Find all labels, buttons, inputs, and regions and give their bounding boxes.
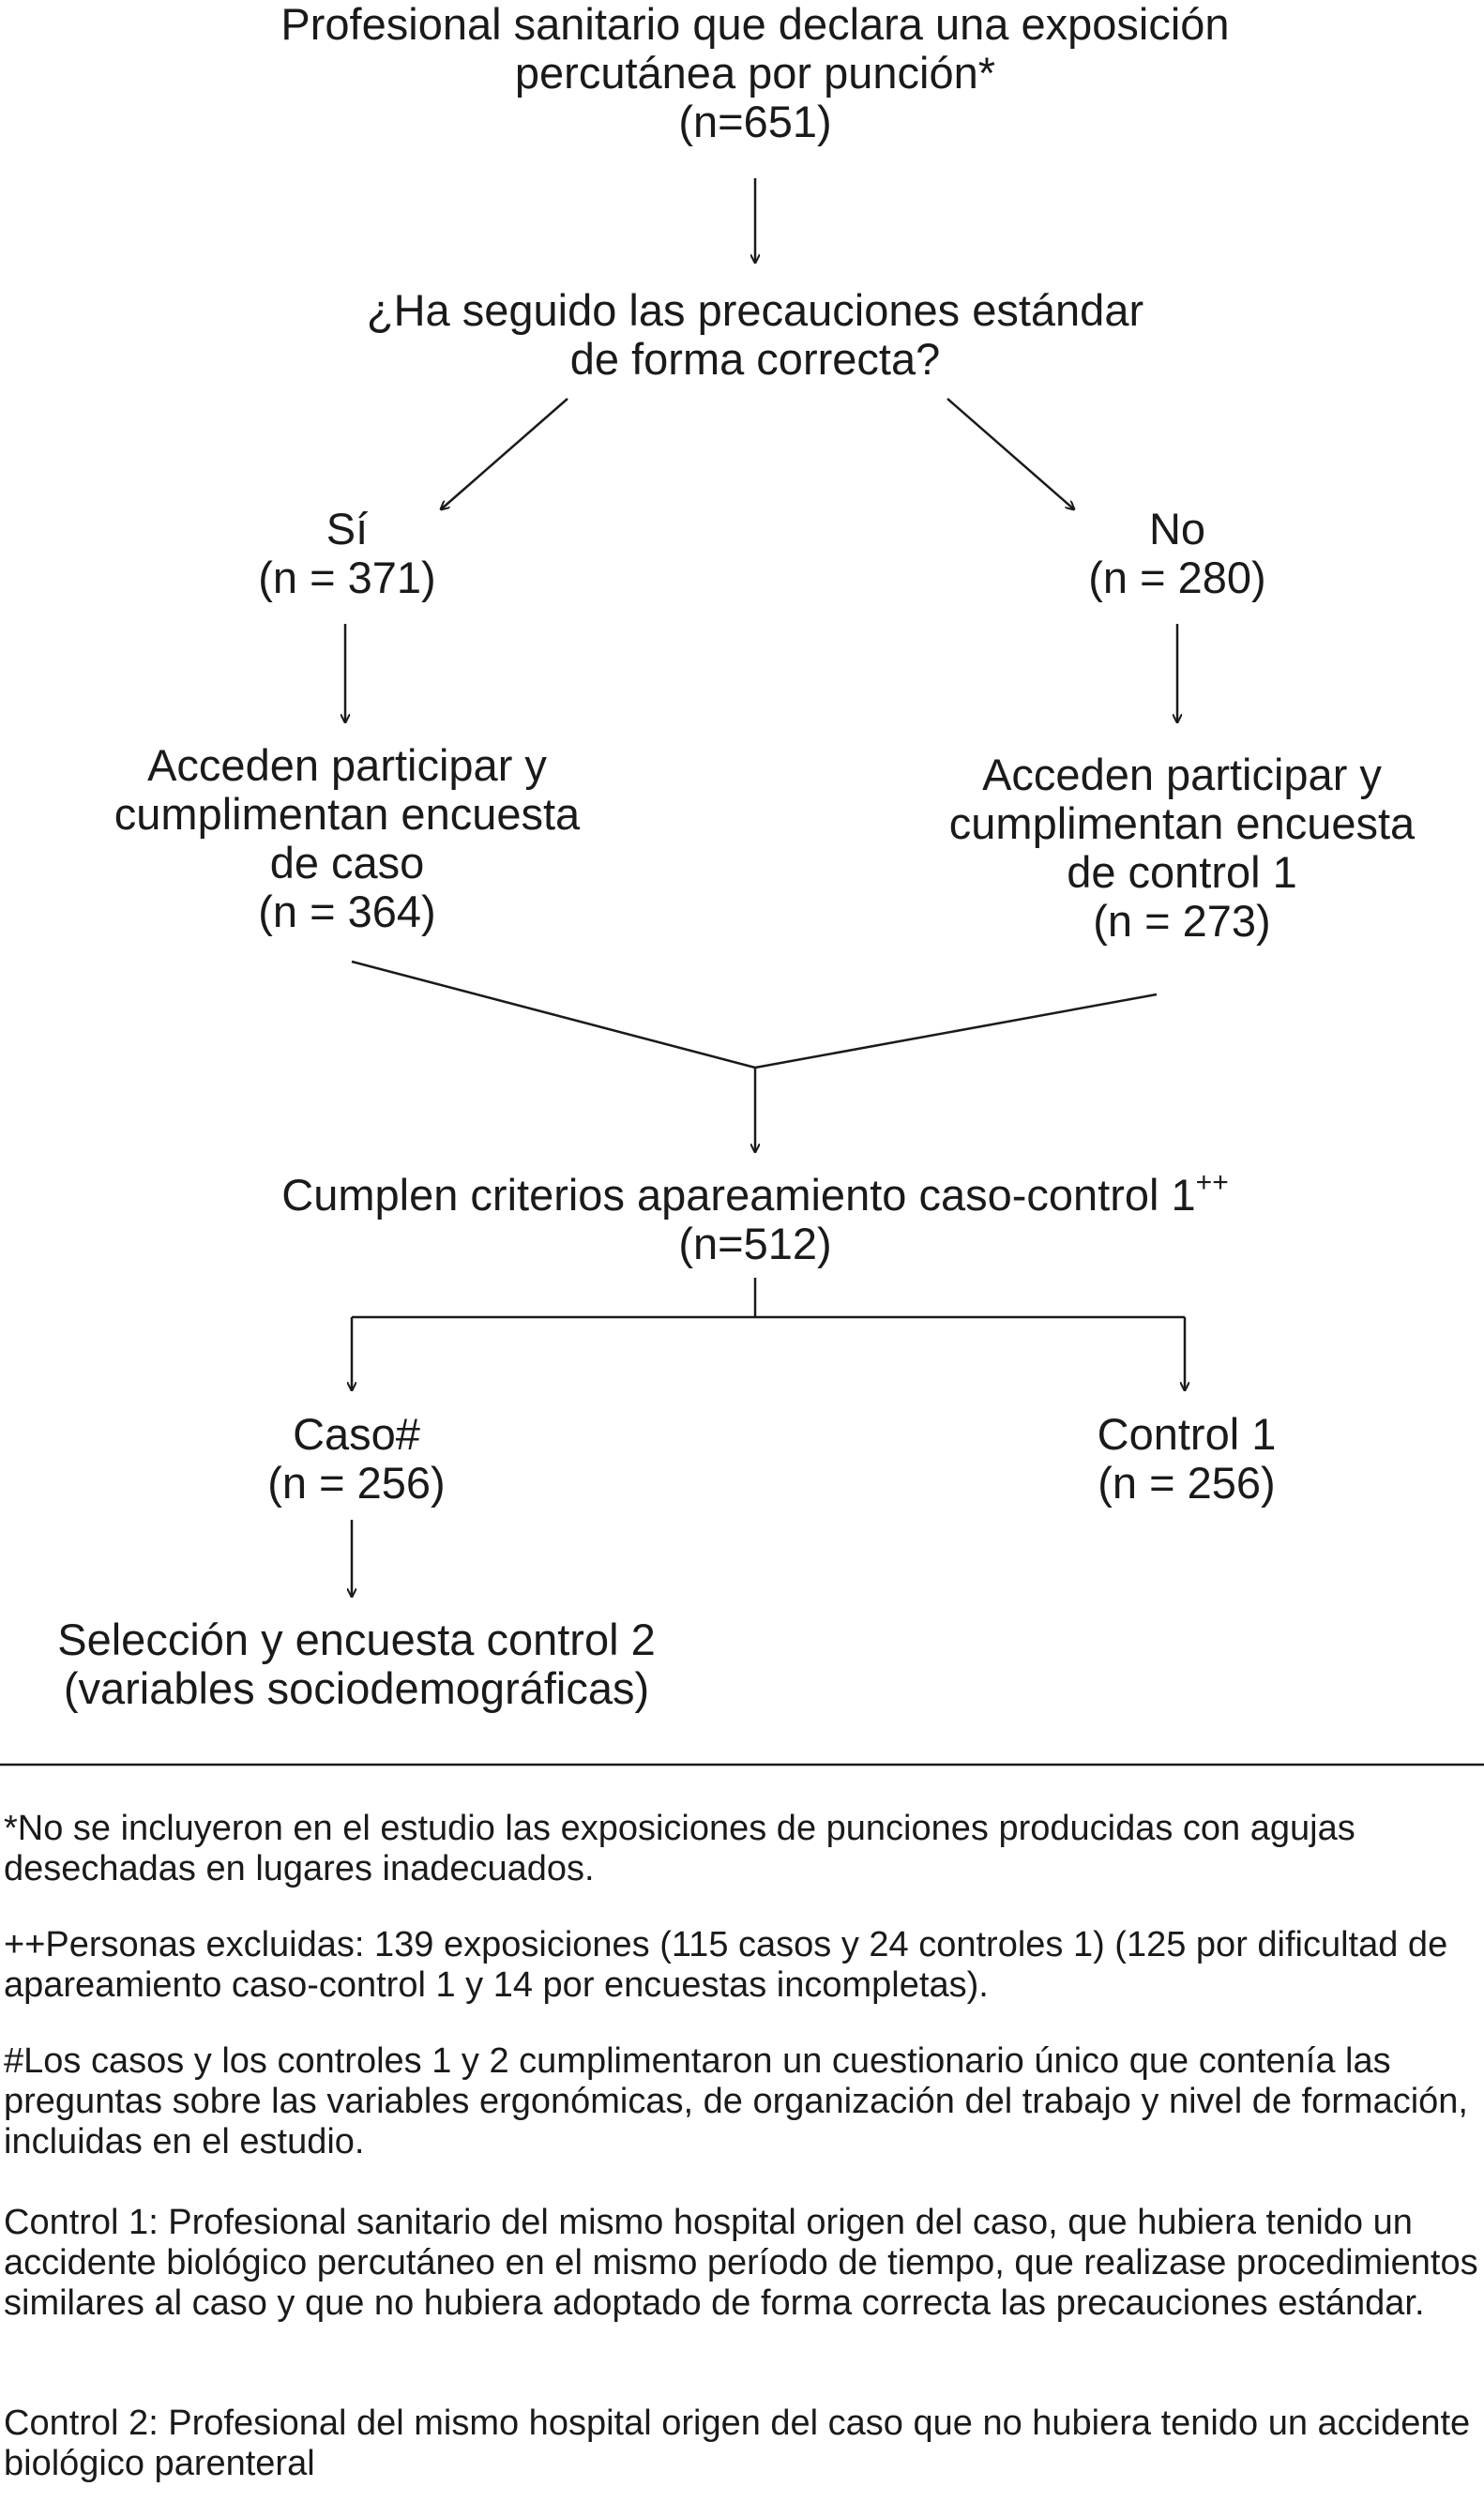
question-node: ¿Ha seguido las precauciones estándar de… [291, 286, 1219, 384]
case-survey-count: (n = 364) [258, 887, 436, 936]
matching-count: (n=512) [678, 1219, 832, 1268]
control-survey-count: (n = 273) [1093, 896, 1271, 946]
footnote-control2-definition: Control 2: Profesional del mismo hospita… [4, 2403, 1471, 2483]
matching-superscript: ++ [1195, 1167, 1229, 1198]
question-line-1: ¿Ha seguido las precauciones estándar [366, 285, 1144, 335]
case-count: (n = 256) [267, 1458, 446, 1508]
control2-line-1: Selección y encuesta control 2 [57, 1615, 656, 1664]
control-survey-node: Acceden participar y cumplimentan encues… [882, 751, 1482, 946]
no-count: (n = 280) [1088, 553, 1266, 602]
case-node: Caso# (n = 256) [169, 1410, 544, 1508]
matching-text: Cumplen criterios apareamiento caso-cont… [281, 1170, 1196, 1220]
start-line-1: Profesional sanitario que declara una ex… [280, 0, 1230, 49]
arrow-question-to-no [946, 398, 1074, 509]
yes-node: Sí (n = 371) [150, 505, 544, 602]
control-survey-line-2: cumplimentan encuesta [948, 798, 1416, 848]
matching-node: Cumplen criterios apareamiento caso-cont… [169, 1169, 1341, 1268]
footnote-control1-definition: Control 1: Profesional sanitario del mis… [4, 2203, 1478, 2323]
no-node: No (n = 280) [980, 505, 1374, 602]
matching-line-1: Cumplen criterios apareamiento caso-cont… [169, 1169, 1341, 1220]
start-count: (n=651) [678, 97, 832, 146]
question-line-2: de forma correcta? [569, 334, 941, 384]
control-survey-line-3: de control 1 [1067, 847, 1297, 897]
control1-label: Control 1 [1097, 1409, 1277, 1459]
control1-node: Control 1 (n = 256) [999, 1410, 1374, 1508]
start-node: Profesional sanitario que declara una ex… [150, 0, 1360, 146]
no-label: No [1148, 504, 1206, 553]
case-survey-line-1: Acceden participar y [147, 740, 547, 790]
merge-line-left [351, 960, 756, 1069]
footnote-questionnaire: #Los casos y los controles 1 y 2 cumplim… [4, 2041, 1468, 2161]
start-line-2: percutánea por punción* [514, 48, 996, 98]
yes-count: (n = 371) [258, 553, 436, 602]
arrow-question-to-yes [441, 398, 568, 509]
case-survey-line-2: cumplimentan encuesta [114, 789, 581, 839]
control2-node: Selección y encuesta control 2 (variable… [0, 1615, 713, 1713]
yes-label: Sí [326, 504, 369, 553]
control1-count: (n = 256) [1098, 1458, 1276, 1508]
control2-line-2: (variables sociodemográficas) [63, 1663, 650, 1713]
case-survey-node: Acceden participar y cumplimentan encues… [38, 741, 657, 936]
merge-line-right [754, 993, 1158, 1069]
footnote-exclusion: *No se incluyeron en el estudio las expo… [4, 1809, 1355, 1888]
case-survey-line-3: de caso [269, 838, 425, 887]
footnote-excluded-persons: ++Personas excluidas: 139 exposiciones (… [4, 1925, 1448, 2005]
control-survey-line-1: Acceden participar y [982, 750, 1382, 799]
case-label: Caso# [293, 1409, 420, 1459]
